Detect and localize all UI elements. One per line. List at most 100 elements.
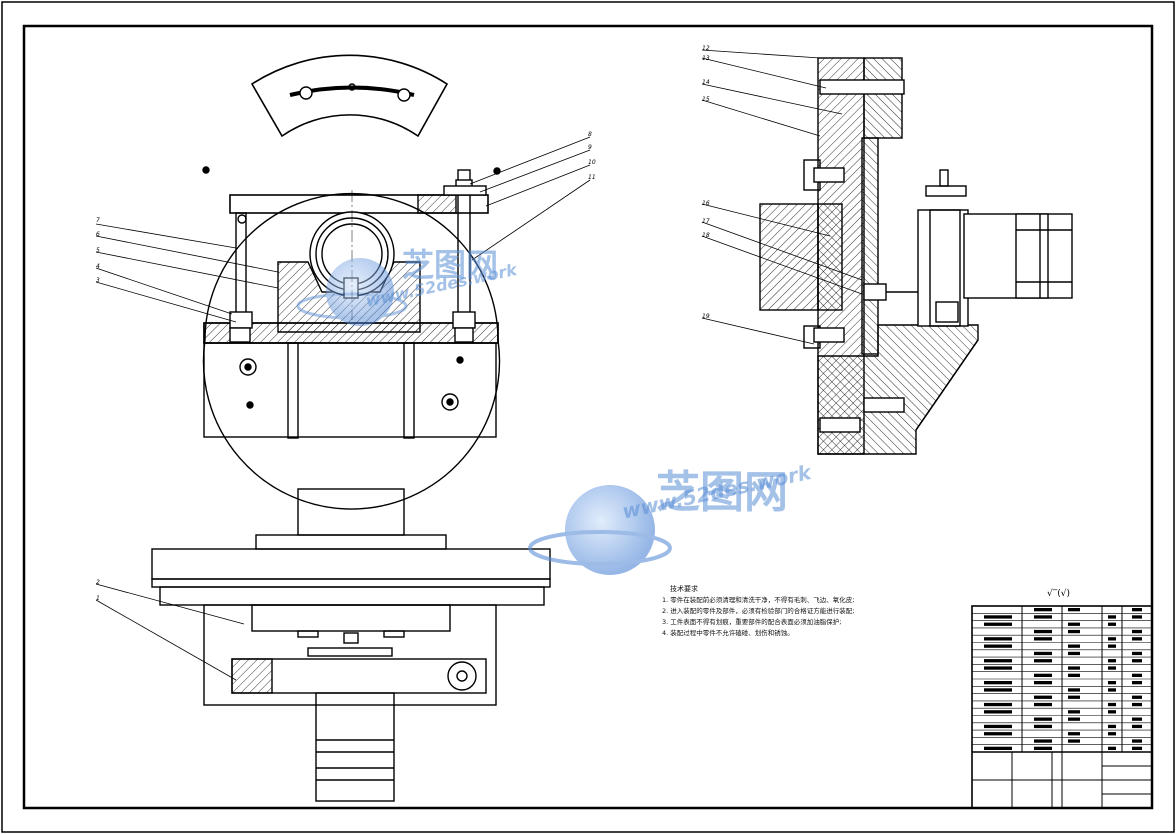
parts-list-cell xyxy=(1132,695,1142,699)
parts-list-cell xyxy=(1108,637,1116,641)
parts-list-cell xyxy=(1068,673,1080,677)
tech-requirement-1: 1. 零件在装配前必须清理和清洗干净，不得有毛刺、飞边、氧化皮; xyxy=(662,596,855,604)
parts-list-cell xyxy=(1068,644,1080,648)
watermark-globe-large xyxy=(528,485,672,575)
watermark-globe-small xyxy=(296,258,408,326)
balloon-10: 10 xyxy=(588,159,596,166)
parts-list-cell xyxy=(984,681,1012,685)
parts-list-cell xyxy=(1132,702,1142,707)
balloon-2: 2 xyxy=(96,579,100,586)
parts-list-cell xyxy=(1108,659,1116,663)
balloon-9: 9 xyxy=(588,144,592,151)
parts-list-cell xyxy=(984,688,1012,692)
parts-list-cell xyxy=(1034,629,1052,634)
parts-list-cell xyxy=(1108,681,1116,685)
parts-list-cell xyxy=(1068,629,1080,634)
parts-list-cell xyxy=(1034,673,1052,677)
balloon-11: 11 xyxy=(588,174,596,181)
parts-list-cell xyxy=(1034,681,1052,685)
parts-list-cell xyxy=(1034,659,1052,663)
watermark-cn-small: 芝图网 xyxy=(402,246,499,284)
tech-requirement-2: 2. 进入装配的零件及部件，必须有检验部门的合格证方能进行装配; xyxy=(662,607,855,615)
parts-list-cell xyxy=(1108,688,1116,692)
parts-list-cell xyxy=(1034,739,1052,743)
parts-list-cell xyxy=(984,622,1012,626)
parts-list-cell xyxy=(1132,637,1142,641)
balloon-19: 19 xyxy=(702,313,710,320)
parts-list-cell xyxy=(984,702,1012,707)
parts-list-cell xyxy=(1108,724,1116,729)
bottom-view-balloons: 2 1 xyxy=(96,579,100,602)
parts-list-cell xyxy=(984,746,1012,750)
parts-list-cell xyxy=(1132,629,1142,634)
inner-border xyxy=(22,24,1154,810)
parts-list-cell xyxy=(1108,615,1116,619)
balloon-17: 17 xyxy=(702,218,710,225)
parts-list-cell xyxy=(1068,608,1080,612)
roughness-check-icon: √‾ xyxy=(1047,589,1058,599)
parts-list-cell xyxy=(1068,695,1080,699)
parts-list-cell xyxy=(1108,622,1116,626)
parts-list-cell xyxy=(1132,681,1142,685)
parts-list-cell xyxy=(1068,739,1080,743)
parts-list-cell xyxy=(1132,615,1142,619)
parts-list-cell xyxy=(1034,702,1052,707)
tech-requirement-3: 3. 工件表面不得有划痕，重要部件的配合表面必须加油脂保护; xyxy=(662,618,842,626)
parts-list-cell xyxy=(1132,659,1142,663)
parts-list-cell xyxy=(1034,651,1052,656)
parts-list-cell xyxy=(984,637,1012,641)
parts-list-cell xyxy=(1034,637,1052,641)
bottom-view xyxy=(95,488,551,802)
roughness-symbol: (√) xyxy=(1057,589,1071,599)
balloon-18: 18 xyxy=(702,232,710,239)
parts-list-cell xyxy=(1108,644,1116,648)
balloon-3: 3 xyxy=(96,277,100,284)
parts-list-cell xyxy=(1034,615,1052,619)
parts-list-cell xyxy=(1132,608,1142,612)
parts-list-cell xyxy=(1132,746,1142,750)
balloon-5: 5 xyxy=(96,247,100,254)
parts-list-cell xyxy=(1068,717,1080,721)
balloon-4: 4 xyxy=(96,263,100,270)
section-view-balloons: 12 13 14 15 16 17 18 19 xyxy=(702,45,710,320)
parts-list-cell xyxy=(1034,724,1052,729)
parts-list-cell xyxy=(1068,710,1080,714)
parts-list-cell xyxy=(1108,746,1116,750)
parts-list-cell xyxy=(984,659,1012,663)
parts-list-cell xyxy=(1132,651,1142,656)
parts-list-cell xyxy=(1132,717,1142,721)
parts-list-cell xyxy=(1034,717,1052,721)
balloon-16: 16 xyxy=(702,200,710,207)
parts-list-cell xyxy=(1132,724,1142,729)
parts-list-cell xyxy=(984,644,1012,648)
title-block-rows xyxy=(972,608,1152,750)
parts-list-cell xyxy=(1108,732,1116,736)
parts-list-cell xyxy=(1108,666,1116,670)
parts-list-cell xyxy=(984,666,1012,670)
parts-list-cell xyxy=(1132,739,1142,743)
technical-requirements: 技术要求 1. 零件在装配前必须清理和清洗干净，不得有毛刺、飞边、氧化皮; 2.… xyxy=(662,584,902,639)
balloon-12: 12 xyxy=(702,45,710,52)
parts-list-cell xyxy=(1034,695,1052,699)
title-block xyxy=(971,605,1153,809)
parts-list-cell xyxy=(984,724,1012,729)
balloon-13: 13 xyxy=(702,55,710,62)
watermark-cn-large: 芝图网 xyxy=(656,467,788,518)
parts-list-cell xyxy=(1108,702,1116,707)
front-view-balloons: 7 6 5 4 3 8 9 10 11 xyxy=(96,131,596,284)
parts-list-cell xyxy=(1068,688,1080,692)
balloon-7: 7 xyxy=(96,217,100,224)
parts-list-cell xyxy=(1068,666,1080,670)
section-view xyxy=(701,49,1073,455)
parts-list-cell xyxy=(1068,622,1080,626)
technical-requirements-title: 技术要求 xyxy=(670,585,698,593)
balloon-14: 14 xyxy=(702,79,710,86)
parts-list-cell xyxy=(1034,746,1052,750)
parts-list-cell xyxy=(1132,673,1142,677)
balloon-6: 6 xyxy=(96,231,100,238)
parts-list-cell xyxy=(984,615,1012,619)
surface-roughness: √‾(√) xyxy=(1047,589,1070,599)
balloon-1: 1 xyxy=(96,595,100,602)
